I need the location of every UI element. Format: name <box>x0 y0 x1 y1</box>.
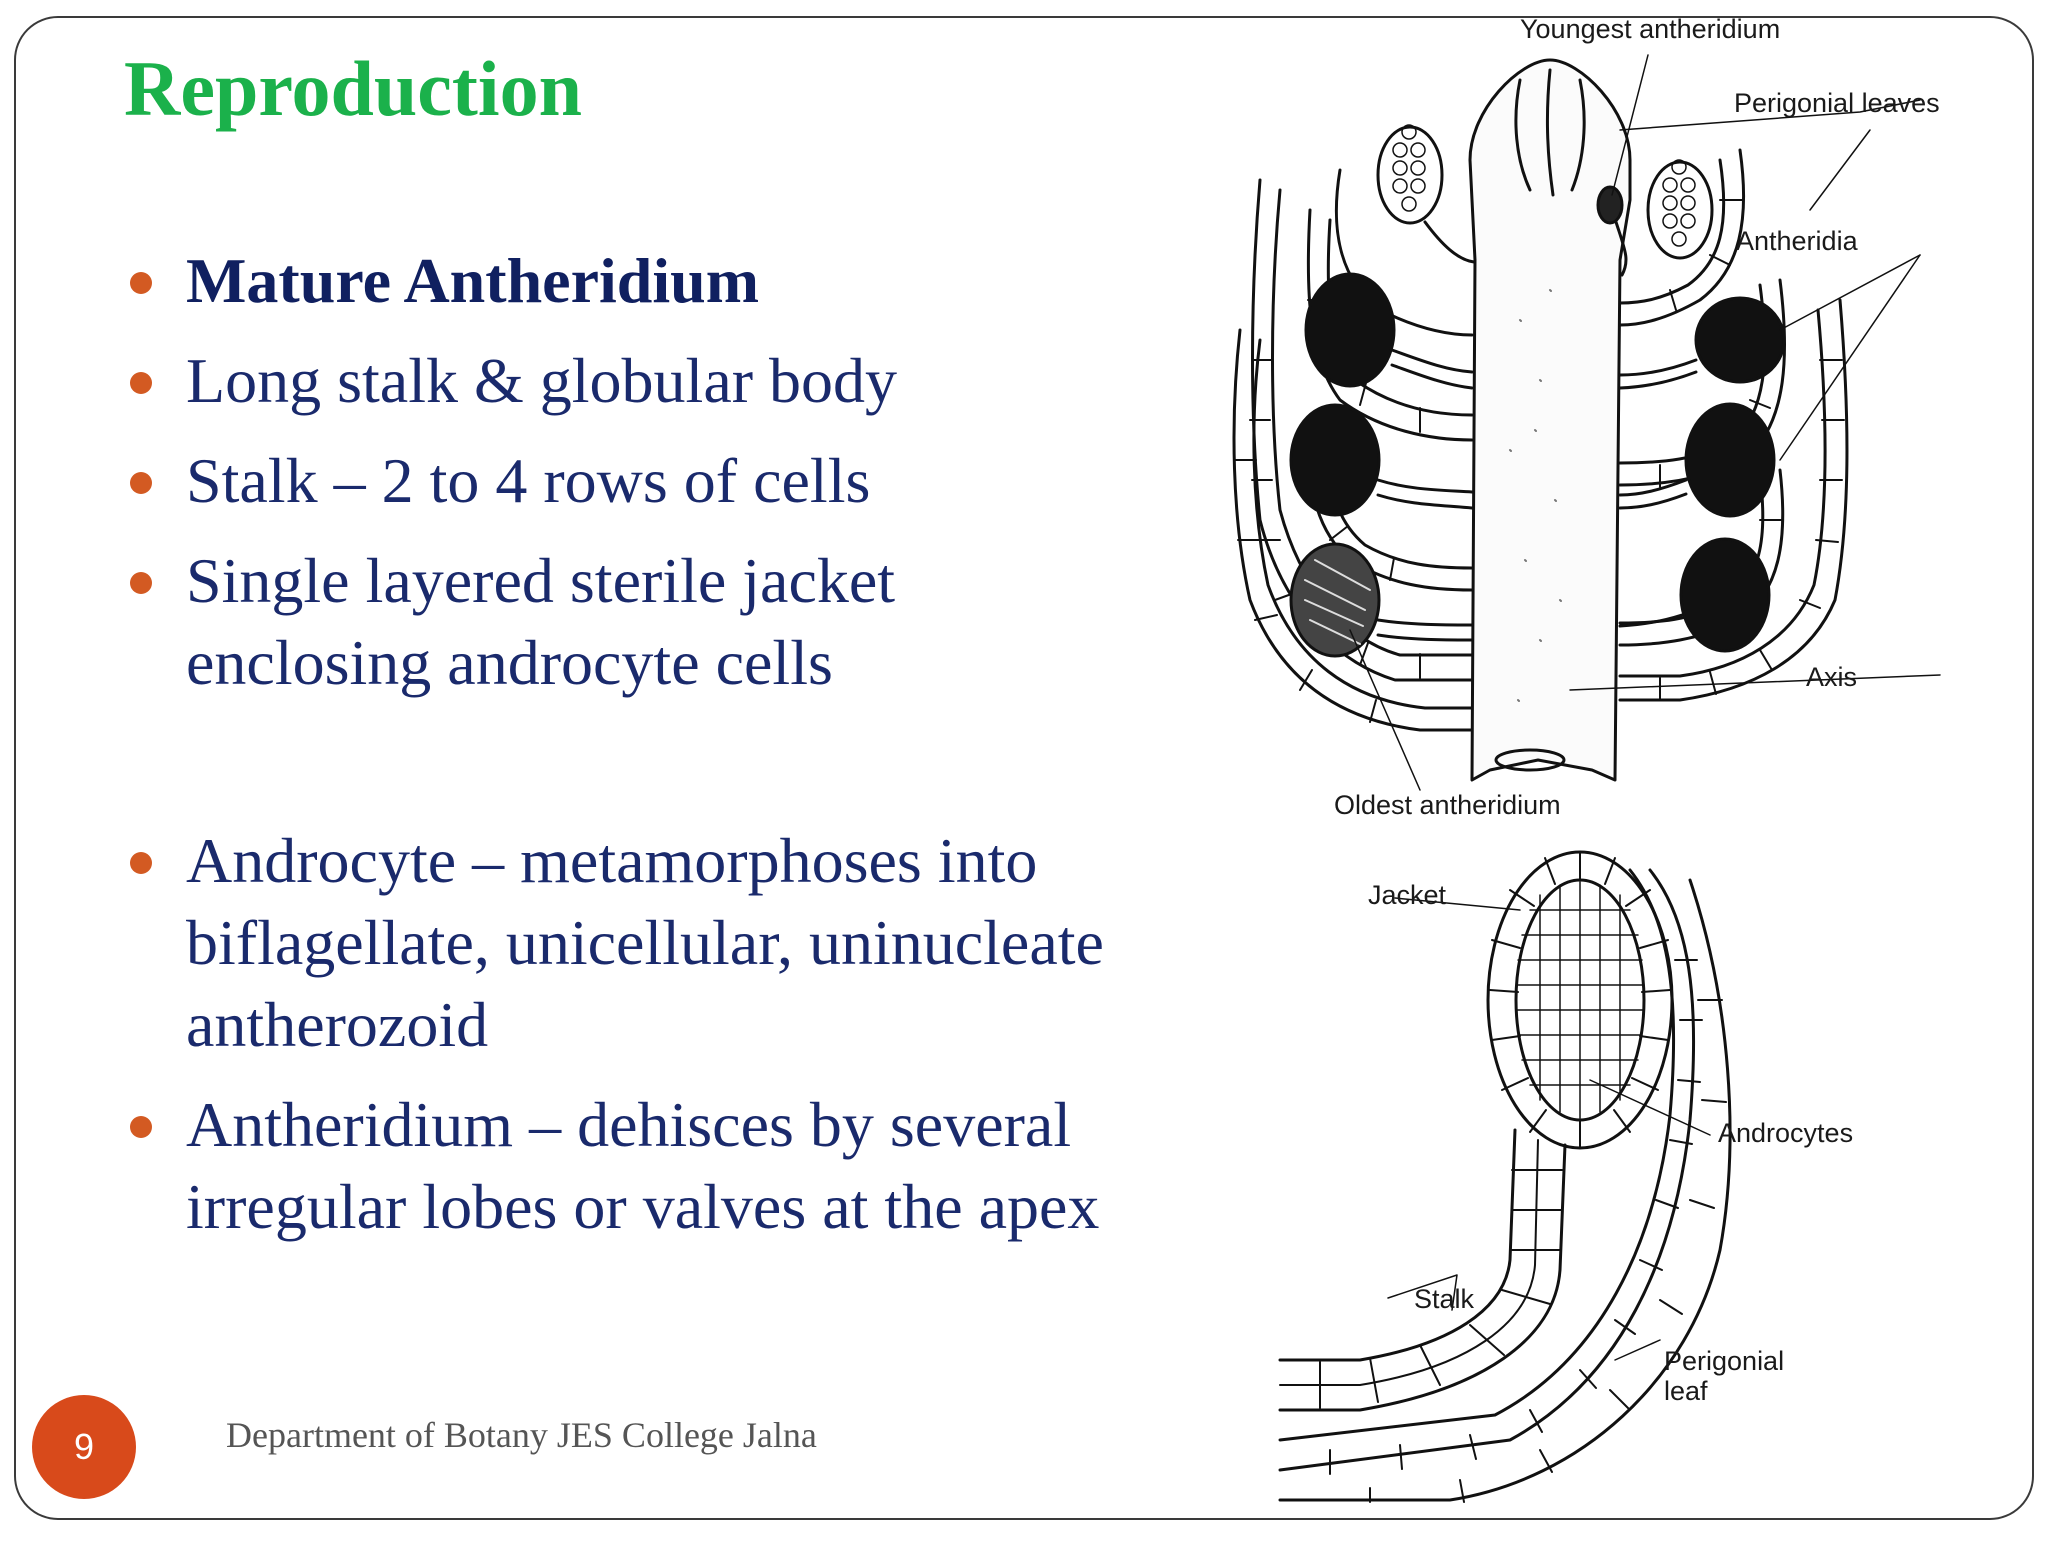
bullet-text: Single layered sterile jacket enclosing … <box>186 545 896 698</box>
page-number-badge: 9 <box>32 1395 136 1499</box>
bullet-dot <box>130 472 152 494</box>
bullet-text: Stalk – 2 to 4 rows of cells <box>186 445 871 516</box>
label-antheridia: Antheridia <box>1736 226 1858 256</box>
antheridium-diagram <box>1232 54 1941 1503</box>
bullet-dot <box>130 1116 152 1138</box>
mature-antheridium-drawing <box>1278 850 1732 1503</box>
label-stalk: Stalk <box>1414 1284 1475 1314</box>
bullet-dot <box>130 272 152 294</box>
bullet-text: Long stalk & globular body <box>186 345 898 416</box>
antheridium-figure: Youngest antheridium Perigonial leaves A… <box>1220 0 2040 1536</box>
bullet-dot <box>130 572 152 594</box>
slide-title: Reproduction <box>124 45 582 132</box>
footer-text: Department of Botany JES College Jalna <box>226 1415 817 1455</box>
bullet-dot <box>130 372 152 394</box>
label-perigonial-leaves: Perigonial leaves <box>1734 88 1940 118</box>
label-youngest-antheridium: Youngest antheridium <box>1520 14 1781 44</box>
label-jacket: Jacket <box>1368 880 1447 910</box>
antheridial-head-drawing <box>1232 54 1941 791</box>
label-perigonial-leaf: Perigonial leaf <box>1664 1346 1785 1406</box>
slide-frame <box>14 16 2034 1520</box>
bullet-text: Antheridium – dehisces by several irregu… <box>186 1089 1100 1242</box>
label-axis: Axis <box>1806 662 1858 692</box>
bullet-dot <box>130 852 152 874</box>
label-androcytes: Androcytes <box>1718 1118 1854 1148</box>
label-oldest-antheridium: Oldest antheridium <box>1334 790 1561 820</box>
bullet-text: Mature Antheridium <box>186 245 760 316</box>
bullet-text: Androcyte – metamorphoses into biflagell… <box>186 825 1104 1060</box>
